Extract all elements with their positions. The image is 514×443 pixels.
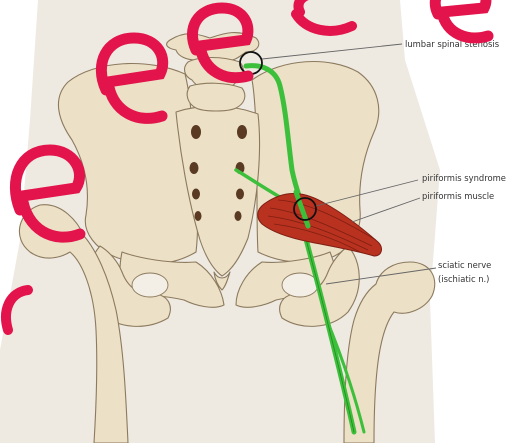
label-piriformis-muscle: piriformis muscle <box>422 191 494 201</box>
sacral-foramen <box>192 189 200 200</box>
sacral-foramen <box>237 125 247 139</box>
sacral-foramen <box>191 125 201 139</box>
watermark-glyph <box>435 0 488 38</box>
right-obturator-foramen <box>282 273 318 297</box>
left-obturator-foramen <box>132 273 168 297</box>
label-piriformis-syndrome: piriformis syndrome <box>422 173 506 183</box>
label-sciatic-nerve-latin: (ischiatic n.) <box>438 274 489 284</box>
sacral-foramen <box>235 211 242 221</box>
sacral-foramen <box>195 211 202 221</box>
sacral-foramen <box>190 162 199 174</box>
lumbar-vertebra-lower <box>187 83 245 111</box>
sacral-foramen <box>236 189 244 200</box>
label-sciatic-nerve: sciatic nerve <box>438 260 491 270</box>
